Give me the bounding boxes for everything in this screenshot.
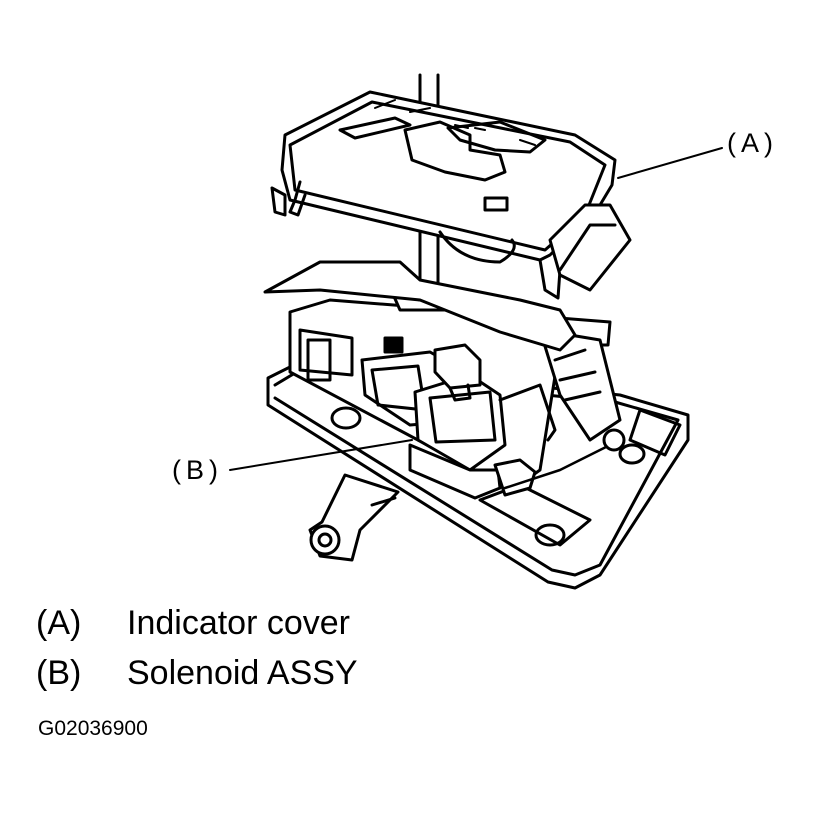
indicator-cover xyxy=(270,90,632,300)
legend-label: Solenoid ASSY xyxy=(127,654,358,692)
solenoid-assy xyxy=(360,343,626,500)
leader-line-b xyxy=(229,439,413,471)
legend-key: (A) xyxy=(36,604,82,642)
leader-line-a xyxy=(617,147,723,179)
dust-cover xyxy=(263,260,577,352)
shifter-assembly-illustration xyxy=(229,73,723,590)
legend-key: (B) xyxy=(36,654,82,692)
mounting-hole xyxy=(618,443,646,465)
callout-a-label: (A) xyxy=(727,128,778,158)
legend-row: (B) Solenoid ASSY xyxy=(36,656,358,690)
mounting-hole xyxy=(534,523,566,547)
housing-post xyxy=(298,328,354,377)
pivot-bracket xyxy=(308,473,400,562)
callout-b-label: (B) xyxy=(172,455,223,485)
mounting-hole xyxy=(330,406,362,430)
legend-row: (A) Indicator cover xyxy=(36,606,350,640)
legend-label: Indicator cover xyxy=(127,604,350,642)
figure-code: G02036900 xyxy=(38,717,148,740)
